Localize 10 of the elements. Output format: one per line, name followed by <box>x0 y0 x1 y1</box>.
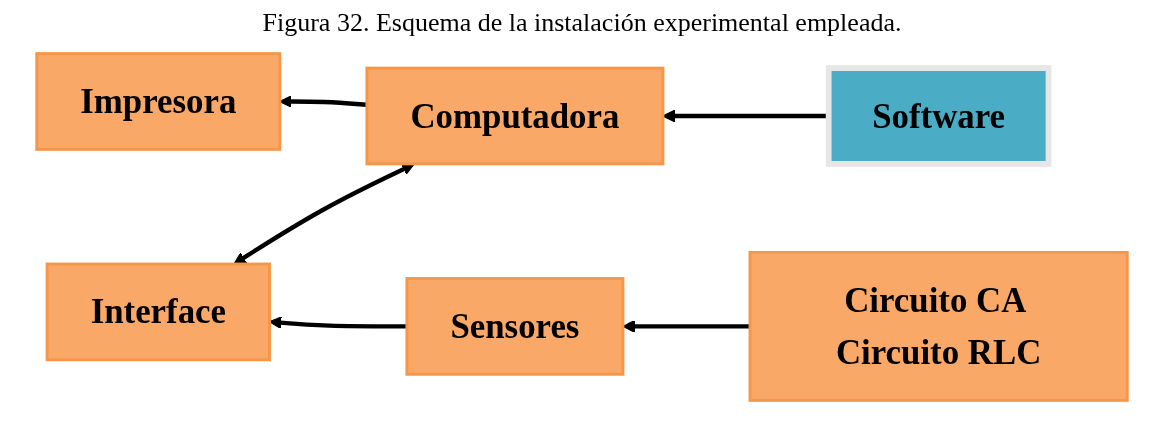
node-box: Sensores <box>405 277 625 376</box>
arrow <box>233 163 415 265</box>
figure-caption: Figura 32. Esquema de la instalación experimental empleada. <box>261 8 903 38</box>
node-box: Impresora <box>35 52 282 151</box>
arrow <box>622 320 750 333</box>
node-box: Computadora <box>365 66 665 166</box>
node-box: Software <box>825 65 1052 167</box>
node-box: Circuito CA Circuito RLC <box>748 250 1129 402</box>
arrow <box>662 109 829 123</box>
node-box: Interface <box>45 262 271 362</box>
